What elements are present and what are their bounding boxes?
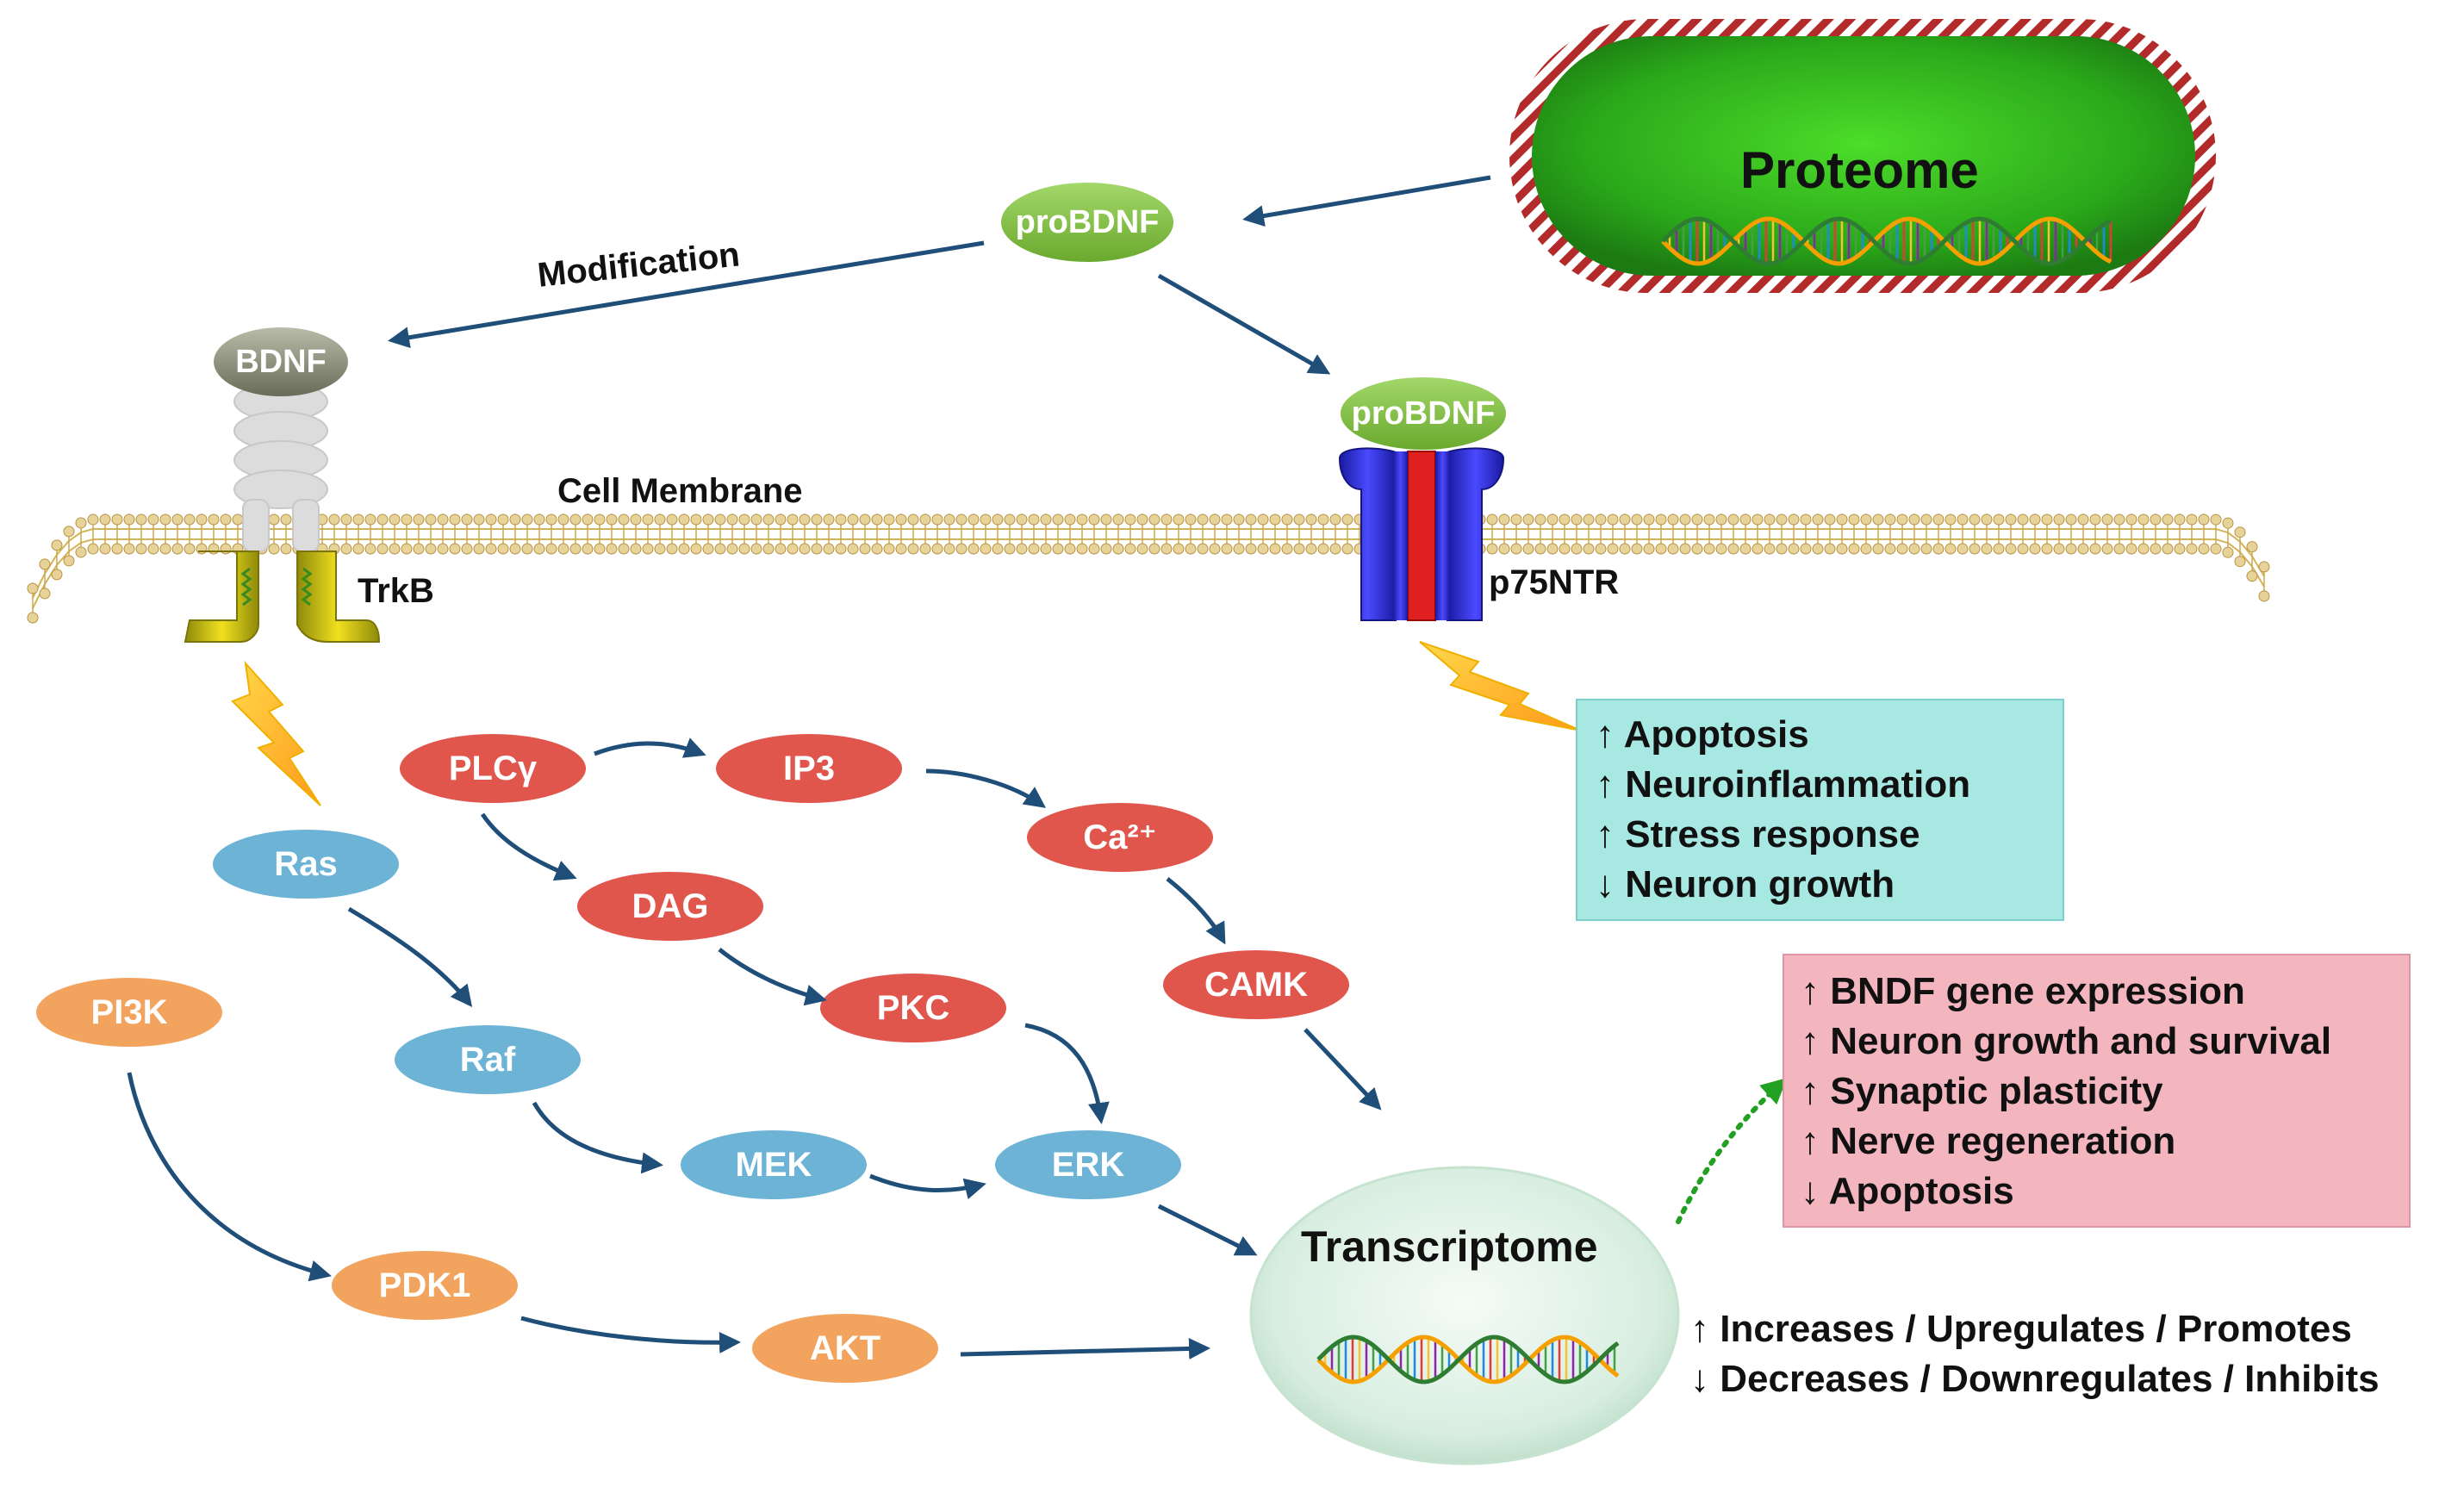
p75-effect-item: ↓ Neuron growth xyxy=(1596,863,1895,905)
dag-node xyxy=(577,872,763,941)
camk-label: CAMK xyxy=(1204,966,1308,1004)
camk-node xyxy=(1163,950,1349,1019)
pi3k-node xyxy=(36,978,222,1047)
p75-effects-list: ↑ Apoptosis ↑ Neuroinflammation ↑ Stress… xyxy=(1596,710,1970,910)
akt-node xyxy=(752,1314,938,1383)
raf-label: Raf xyxy=(459,1041,516,1079)
trkb-label: TrkB xyxy=(358,572,434,610)
p75ntr-label: p75NTR xyxy=(1489,563,1620,601)
trkb-effect-item: ↑ Synaptic plasticity xyxy=(1801,1070,2163,1112)
trkb-effect-item: ↑ Neuron growth and survival xyxy=(1801,1020,2332,1062)
ip3-label: IP3 xyxy=(782,750,836,787)
ca-node xyxy=(1027,803,1213,872)
pkc-to-erk-arrow xyxy=(1024,1023,1110,1124)
akt-to-transcriptome-arrow xyxy=(960,1337,1210,1359)
probdnf-receptor-label: proBDNF xyxy=(1351,395,1496,432)
pdk1-node xyxy=(332,1251,518,1320)
ca-label: Ca²⁺ xyxy=(1083,818,1157,856)
dag-to-pkc-arrow xyxy=(718,948,827,1006)
pdk1-label: PDK1 xyxy=(378,1266,471,1304)
trkb-effect-item: ↑ Nerve regeneration xyxy=(1801,1120,2176,1162)
proteome-to-probdnf-arrow xyxy=(1242,175,1491,227)
legend-increase: ↑ Increases / Upregulates / Promotes xyxy=(1690,1308,2352,1350)
ras-to-raf-arrow xyxy=(347,906,473,1007)
raf-node xyxy=(395,1025,581,1094)
pdk1-to-akt-arrow xyxy=(520,1316,741,1353)
bdnf-label: BDNF xyxy=(235,344,327,380)
akt-label: AKT xyxy=(809,1329,881,1367)
transcriptome-dna-icon xyxy=(1316,1335,1620,1384)
ras-label: Ras xyxy=(274,845,338,883)
legend-decrease: ↓ Decreases / Downregulates / Inhibits xyxy=(1690,1358,2380,1400)
ca-to-camk-arrow xyxy=(1166,877,1226,945)
ip3-node xyxy=(716,734,902,803)
trkb-lightning-icon xyxy=(231,660,321,806)
cell-membrane-label: Cell Membrane xyxy=(557,472,803,510)
trkb-receptor xyxy=(184,382,381,643)
camk-to-transcriptome-arrow xyxy=(1304,1028,1382,1111)
plcy-label: PLCγ xyxy=(448,750,538,787)
p75-effects-box xyxy=(1576,699,2064,921)
mek-node xyxy=(681,1130,867,1199)
proteome-container xyxy=(1509,19,2216,293)
plcy-to-dag-arrow xyxy=(480,812,577,881)
plcy-node xyxy=(400,734,586,803)
mek-label: MEK xyxy=(735,1146,812,1184)
erk-node xyxy=(995,1130,1181,1199)
ras-node xyxy=(213,830,399,899)
trkb-effect-item: ↑ BNDF gene expression xyxy=(1801,970,2245,1012)
trkb-effects-list: ↑ BNDF gene expression ↑ Neuron growth a… xyxy=(1801,967,2331,1216)
trkb-effects-box xyxy=(1783,954,2411,1228)
p75-effect-item: ↑ Apoptosis xyxy=(1596,713,1809,756)
pi3k-label: PI3K xyxy=(90,993,168,1031)
dag-label: DAG xyxy=(632,887,709,925)
probdnf-node xyxy=(1001,183,1173,262)
pi3k-to-pdk1-arrow xyxy=(127,1072,332,1282)
erk-label: ERK xyxy=(1051,1146,1125,1184)
mek-to-erk-arrow xyxy=(869,1173,986,1199)
p75-effect-item: ↑ Neuroinflammation xyxy=(1596,763,1971,806)
probdnf-receptor-node xyxy=(1341,377,1506,450)
legend: ↑ Increases / Upregulates / Promotes ↓ D… xyxy=(1690,1304,2380,1404)
p75-effect-item: ↑ Stress response xyxy=(1596,813,1920,855)
plcy-to-ip3-arrow xyxy=(594,737,706,758)
probdnf-label: proBDNF xyxy=(1015,204,1160,240)
trkb-effect-item: ↓ Apoptosis xyxy=(1801,1170,2014,1212)
modification-label: Modification xyxy=(535,235,742,295)
transcriptome-label: Transcriptome xyxy=(1301,1223,1598,1271)
cell-membrane xyxy=(27,513,2270,624)
erk-to-transcriptome-arrow xyxy=(1157,1204,1258,1256)
proteome-dna-icon xyxy=(1661,216,2112,266)
transcriptome-container xyxy=(1249,1166,1680,1465)
probdnf-to-receptor-arrow xyxy=(1157,273,1331,375)
ip3-to-ca-arrow xyxy=(925,768,1047,808)
p75ntr-receptor xyxy=(1338,447,1505,621)
outcome-arrow xyxy=(1676,1077,1788,1224)
raf-to-mek-arrow xyxy=(532,1101,663,1174)
bdnf-node xyxy=(214,327,348,396)
probdnf-to-bdnf-arrow xyxy=(388,240,985,349)
proteome-label: Proteome xyxy=(1740,141,1979,199)
pkc-label: PKC xyxy=(876,989,950,1027)
pkc-node xyxy=(820,974,1006,1042)
